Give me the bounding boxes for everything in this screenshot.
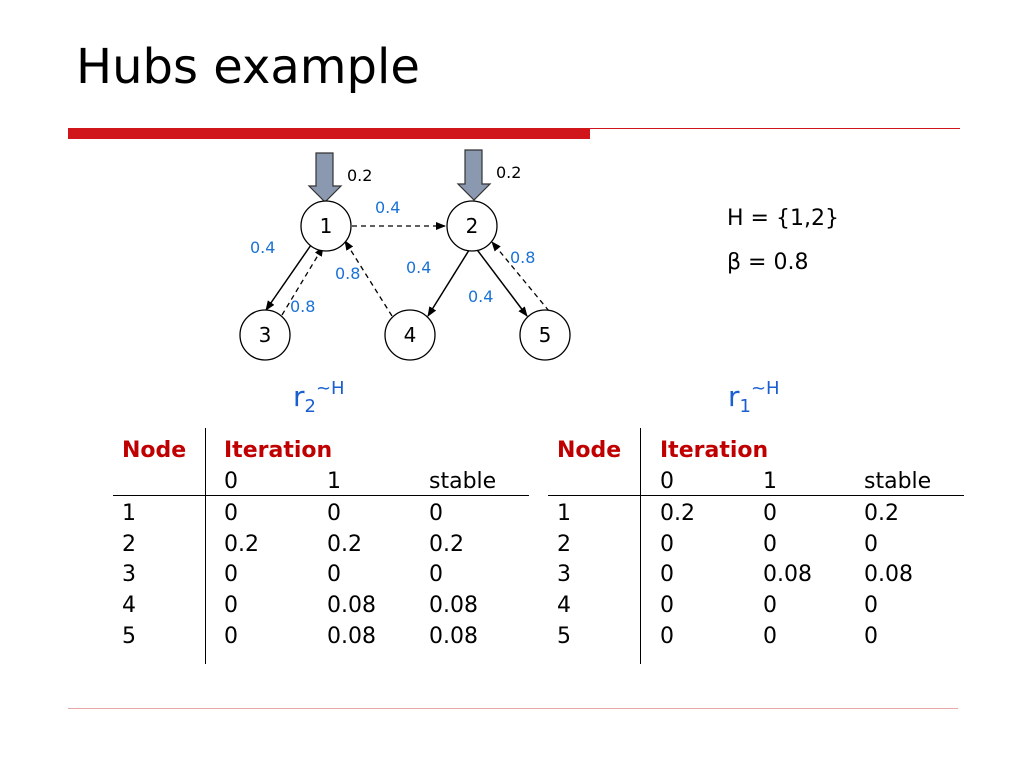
teleport-arrow-node-2 <box>456 149 492 201</box>
row-node: 5 <box>557 624 571 649</box>
row-node: 2 <box>557 532 571 557</box>
table-cell: 0.08 <box>429 624 478 649</box>
edge-3-to-1 <box>281 246 324 316</box>
graph-node-4: 4 <box>384 309 436 361</box>
edge-weight-1-to-3: 0.4 <box>250 238 275 257</box>
table-cell: 0 <box>224 562 238 587</box>
row-node: 5 <box>122 624 136 649</box>
title-underline-thin <box>590 128 960 129</box>
teleport-arrow-node-1 <box>307 152 343 203</box>
row-node: 4 <box>122 593 136 618</box>
node-label: 3 <box>259 323 272 347</box>
row-node: 1 <box>557 501 571 526</box>
table-cell: 0 <box>327 501 341 526</box>
graph-node-3: 3 <box>239 309 291 361</box>
title-underline-thick <box>68 128 590 139</box>
table-cell: 0.2 <box>327 532 362 557</box>
graph-diagram: 0.2 0.2 0.4 0.4 0.8 0.8 0.4 0.4 0.8 1 2 … <box>239 149 571 361</box>
column-header: 0 <box>660 469 674 494</box>
table-cell: 0.2 <box>864 501 899 526</box>
edge-weight-2-to-4: 0.4 <box>406 258 431 277</box>
header-node: Node <box>122 438 187 463</box>
edge-weight-5-to-2: 0.8 <box>510 248 535 267</box>
row-node: 2 <box>122 532 136 557</box>
hub-set-label: H = {1,2} <box>727 206 839 231</box>
header-iteration: Iteration <box>660 438 769 463</box>
table-cell: 0 <box>327 562 341 587</box>
column-header: 1 <box>327 469 341 494</box>
column-header: 0 <box>224 469 238 494</box>
row-node: 3 <box>557 562 571 587</box>
edge-2-to-4 <box>427 246 472 317</box>
table-cell: 0 <box>660 593 674 618</box>
table-cell: 0 <box>763 532 777 557</box>
slide-title: Hubs example <box>76 39 420 95</box>
table-cell: 0.08 <box>763 562 812 587</box>
edge-weight-4-to-1: 0.8 <box>335 264 360 283</box>
table-cell: 0.08 <box>327 593 376 618</box>
header-iteration: Iteration <box>224 438 333 463</box>
node-label: 4 <box>404 323 417 347</box>
table-cell: 0 <box>864 532 878 557</box>
edge-weight-3-to-1: 0.8 <box>290 297 315 316</box>
table-cell: 0.2 <box>660 501 695 526</box>
table-cell: 0 <box>864 624 878 649</box>
node-label: 2 <box>466 214 479 238</box>
table-cell: 0.08 <box>327 624 376 649</box>
beta-label: β = 0.8 <box>727 250 809 275</box>
edge-5-to-2 <box>491 241 550 312</box>
footer-rule <box>68 708 958 709</box>
row-node: 1 <box>122 501 136 526</box>
graph-node-2: 2 <box>446 200 498 252</box>
column-header: stable <box>429 469 497 494</box>
table-cell: 0 <box>224 593 238 618</box>
table-cell: 0 <box>224 501 238 526</box>
table-cell: 0 <box>763 593 777 618</box>
column-header: stable <box>864 469 932 494</box>
table-cell: 0 <box>864 593 878 618</box>
table-cell: 0 <box>429 501 443 526</box>
table-cell: 0.08 <box>429 593 478 618</box>
graph-node-5: 5 <box>519 309 571 361</box>
table-label-r1: r1~H <box>728 378 780 417</box>
row-node: 4 <box>557 593 571 618</box>
table-cell: 0 <box>660 532 674 557</box>
table-cell: 0 <box>660 624 674 649</box>
table-cell: 0 <box>660 562 674 587</box>
header-node: Node <box>557 438 622 463</box>
teleport-weight-node-2: 0.2 <box>496 163 521 182</box>
node-label: 5 <box>539 323 552 347</box>
edge-2-to-5 <box>474 246 528 317</box>
table-cell: 0.2 <box>429 532 464 557</box>
row-node: 3 <box>122 562 136 587</box>
teleport-weight-node-1: 0.2 <box>347 166 372 185</box>
table-cell: 0 <box>763 501 777 526</box>
edge-weight-1-to-2: 0.4 <box>375 198 400 217</box>
table-cell: 0 <box>224 624 238 649</box>
table-cell: 0.08 <box>864 562 913 587</box>
table-cell: 0.2 <box>224 532 259 557</box>
node-label: 1 <box>320 214 333 238</box>
edge-4-to-1 <box>344 240 393 317</box>
edge-weight-2-to-5: 0.4 <box>468 287 493 306</box>
table-cell: 0 <box>763 624 777 649</box>
table-cell: 0 <box>429 562 443 587</box>
column-header: 1 <box>763 469 777 494</box>
graph-node-1: 1 <box>300 200 352 252</box>
edge-1-to-3 <box>265 244 312 311</box>
table-label-r2: r2~H <box>293 378 345 417</box>
